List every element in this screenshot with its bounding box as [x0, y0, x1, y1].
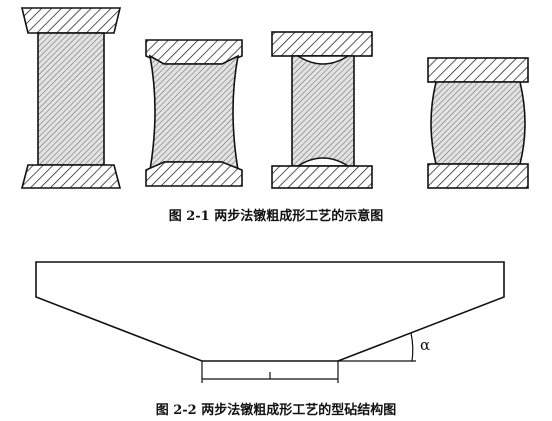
anvil-outline	[35, 261, 505, 362]
stage-3-billet	[291, 55, 355, 167]
stage-3-bottom-die	[271, 165, 373, 189]
angle-arc	[410, 332, 414, 362]
figure-1-caption: 图 2-1 两步法镦粗成形工艺的示意图	[168, 209, 384, 224]
stage-2-compressed	[145, 39, 243, 187]
anvil-structure: α	[35, 261, 505, 383]
stage-4-billet	[430, 81, 526, 165]
stage-4-bottom-die	[427, 163, 529, 189]
stage-1-initial	[20, 7, 122, 189]
stage-4-final	[427, 57, 529, 189]
stage-3-top-gap	[295, 55, 351, 65]
stage-2-billet	[148, 54, 240, 172]
stage-1-billet	[37, 32, 105, 166]
stage-2-bottom-die	[145, 161, 243, 187]
angle-label: α	[420, 336, 430, 354]
stage-3-flat-dies	[271, 31, 373, 189]
stage-1-top-die	[20, 7, 122, 34]
stage-4-top-die	[427, 57, 529, 83]
stage-3-top-die	[271, 31, 373, 57]
figure-2-caption: 图 2-2 两步法镦粗成形工艺的型砧结构图	[155, 403, 397, 418]
stage-1-bottom-die	[20, 164, 122, 189]
